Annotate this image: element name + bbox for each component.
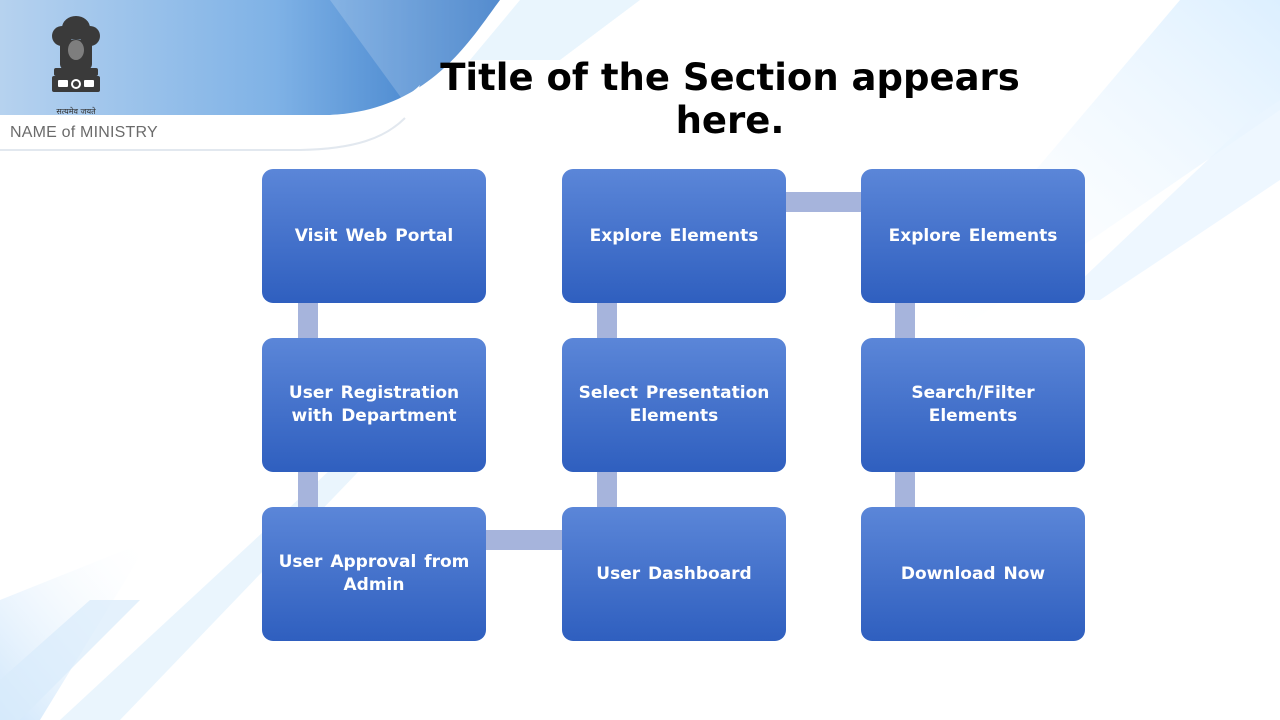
ministry-name: NAME of MINISTRY xyxy=(10,124,158,141)
step-select-presentation-elements: Select Presentation Elements xyxy=(562,338,786,472)
connector-n8-n9 xyxy=(895,467,915,513)
connector-n2-n3 xyxy=(298,467,318,513)
connector-n6-n7 xyxy=(780,192,867,212)
step-visit-web-portal: Visit Web Portal xyxy=(262,169,486,303)
step-explore-elements-2: Explore Elements xyxy=(861,169,1085,303)
national-emblem-icon xyxy=(52,16,100,92)
emblem-motto: सत्यमेव जयते xyxy=(56,107,96,116)
step-explore-elements-1: Explore Elements xyxy=(562,169,786,303)
step-download-now: Download Now xyxy=(861,507,1085,641)
connector-n5-n6 xyxy=(597,298,617,344)
section-title: Title of the Section appears here. xyxy=(440,56,1020,142)
step-search-filter-elements: Search/Filter Elements xyxy=(861,338,1085,472)
national-emblem: सत्यमेव जयते xyxy=(40,10,112,120)
connector-n1-n2 xyxy=(298,298,318,344)
step-user-dashboard: User Dashboard xyxy=(562,507,786,641)
connector-n7-n8 xyxy=(895,298,915,344)
connector-n4-n5 xyxy=(597,467,617,513)
connector-n3-n4 xyxy=(480,530,568,550)
step-user-approval: User Approval from Admin xyxy=(262,507,486,641)
step-user-registration: User Registration with Department xyxy=(262,338,486,472)
